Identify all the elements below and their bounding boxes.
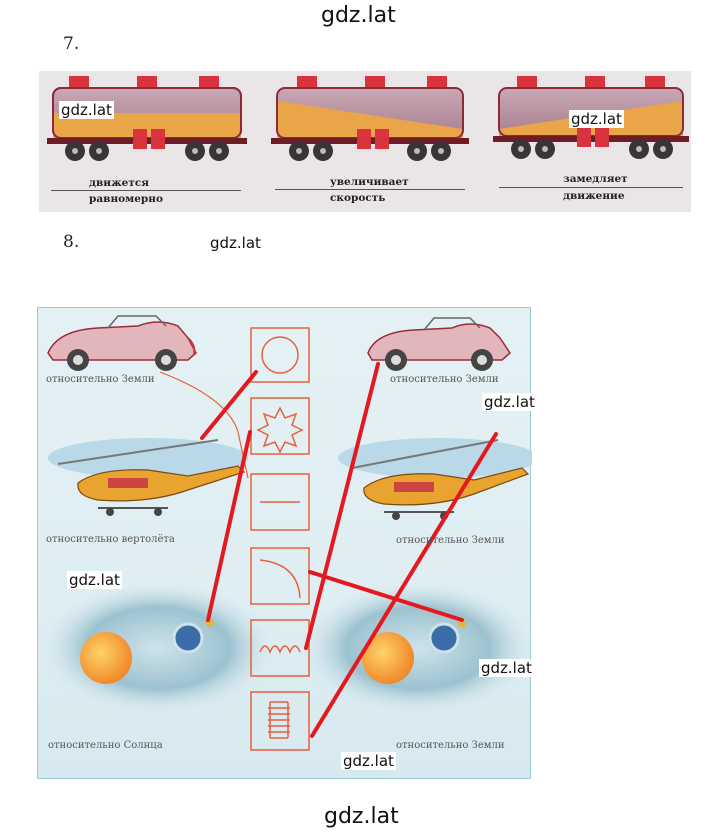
sun-earth-left-illustration (38, 580, 278, 716)
watermark-fig-right-top: gdz.lat (482, 393, 537, 411)
match-circle-helicopter (200, 370, 258, 440)
box-star (250, 397, 310, 455)
answer-lines (200, 362, 498, 738)
watermark-fig-bottom: gdz.lat (341, 752, 396, 770)
car-left-illustration (47, 315, 197, 371)
box-circle (250, 327, 310, 383)
car-right-illustration (367, 317, 511, 371)
task-7-number: 7. (63, 34, 80, 54)
trajectory-circle-shape (261, 336, 299, 374)
watermark-tank3: gdz.lat (569, 110, 624, 128)
relative-motion-illustration (38, 315, 532, 751)
task-8-figure: относительно Земли относительно Земли от… (37, 307, 532, 779)
caption-car-right: относительно Земли (390, 374, 499, 385)
trajectory-star-shape (256, 406, 304, 454)
tank-1-label-line1: движется (89, 177, 150, 189)
watermark-bottom: gdz.lat (322, 804, 401, 830)
tank-2-label-line2: скорость (330, 192, 386, 204)
watermark-fig-left-mid: gdz.lat (67, 571, 122, 589)
caption-sun-left: относительно Солнца (48, 740, 163, 751)
caption-heli-right: относительно Земли (396, 535, 505, 546)
trajectory-arc-shape (259, 559, 301, 599)
helicopter-right-illustration (338, 438, 532, 520)
example-arrow (159, 371, 249, 479)
tank-1-label-line2: равномерно (89, 193, 163, 205)
sun-earth-right-illustration (298, 580, 532, 716)
trajectory-boxes (250, 327, 310, 751)
match-arc-earth (308, 570, 464, 622)
match-loops-car (304, 362, 380, 650)
caption-car-left: относительно Земли (46, 374, 155, 385)
tank-car-uniform (47, 76, 247, 161)
tank-3-label-line2: движение (563, 190, 625, 202)
box-arc (250, 547, 310, 605)
watermark-fig-right-bottom: gdz.lat (479, 659, 534, 677)
helicopter-left-illustration (48, 438, 248, 516)
tank-1-underline (51, 190, 241, 191)
tank-2-underline (275, 189, 465, 190)
task-8-number: 8. (63, 232, 80, 252)
trajectory-loops-shape (259, 645, 301, 654)
tank-2-label-line1: увеличивает (330, 176, 409, 188)
trajectory-spiral-shape (268, 701, 290, 739)
tank-3-underline (499, 187, 683, 188)
caption-heli-left: относительно вертолёта (46, 534, 175, 545)
task-7-figure: движется равномерно увеличивает скорость… (39, 71, 691, 212)
box-line (250, 473, 310, 531)
tank-car-accelerating (271, 76, 469, 161)
watermark-top: gdz.lat (319, 3, 398, 29)
tank-3-label-line1: замедляет (563, 173, 628, 185)
match-spiral-helicopter (310, 432, 498, 738)
box-spiral (250, 691, 310, 751)
tank-cars-illustration (47, 76, 689, 161)
watermark-tank1: gdz.lat (59, 101, 114, 119)
caption-sun-right: относительно Земли (396, 740, 505, 751)
match-star-earth (206, 430, 252, 622)
watermark-after-8: gdz.lat (208, 234, 263, 252)
box-loops (250, 619, 310, 677)
